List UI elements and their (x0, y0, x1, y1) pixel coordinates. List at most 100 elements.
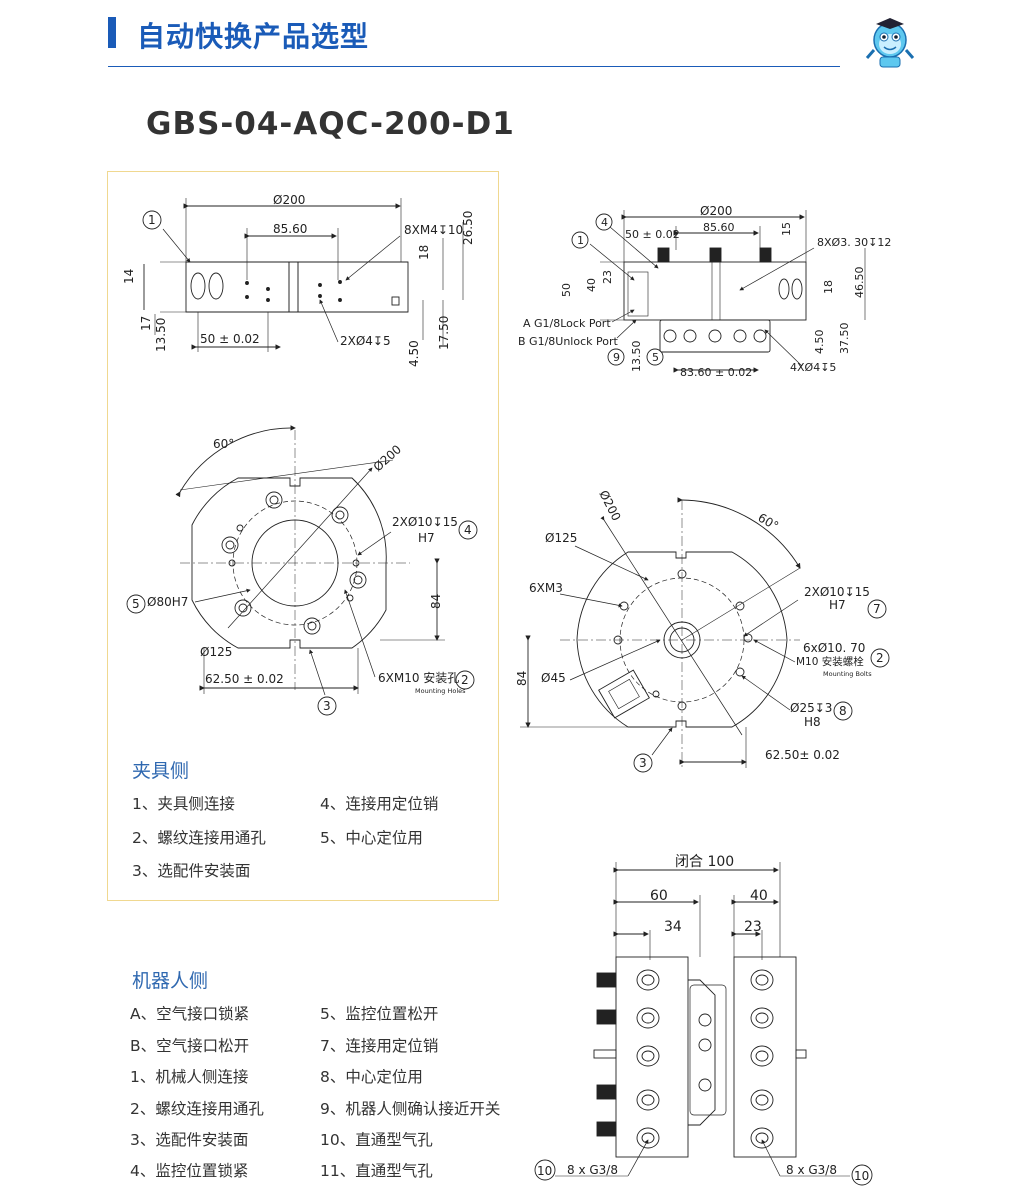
dim-label: 26.50 (461, 211, 475, 245)
dim-label: 62.50 ± 0.02 (205, 672, 284, 686)
legend-item: 5、中心定位用 (320, 829, 423, 847)
dim-label: Ø125 (545, 531, 577, 545)
dim-label: 50 (560, 283, 573, 297)
legend-item: 9、机器人侧确认接近开关 (320, 1100, 501, 1118)
tool-side-view (142, 198, 464, 352)
dim-label: 83.60 ± 0.02 (680, 366, 752, 379)
dim-label: Ø45 (541, 671, 566, 685)
dim-label: 62.50± 0.02 (765, 748, 840, 762)
dim-label: 84 (429, 594, 443, 609)
dim-label: 60 (650, 888, 668, 904)
dim-label: 17 (139, 316, 153, 331)
dim-label: 8 x G3/8 (786, 1163, 837, 1177)
dim-label: 85.60 (273, 222, 307, 236)
dim-label: 2XØ10↧15 (804, 585, 870, 599)
legend-item: 10、直通型气孔 (320, 1131, 433, 1149)
dim-label: 4.50 (407, 340, 421, 367)
dim-label: H7 (829, 598, 846, 612)
header-divider (108, 66, 840, 67)
callout-number: 10 (854, 1169, 869, 1183)
dim-label: 4.50 (813, 330, 826, 355)
robot-plate-face (520, 497, 890, 773)
model-number: GBS-04-AQC-200-D1 (146, 106, 515, 142)
dim-label: Mounting Holes (415, 687, 466, 695)
legend-item: 1、夹具侧连接 (132, 795, 235, 813)
dim-label: 17.50 (437, 316, 451, 350)
robot-side-view (571, 210, 866, 373)
dim-label: 闭合 100 (675, 854, 734, 870)
dim-label: 4XØ4↧5 (790, 361, 836, 374)
callout-number: 4 (464, 523, 472, 537)
callout-number: 9 (613, 351, 620, 364)
dim-label: 13.50 (154, 318, 168, 352)
dim-label: 84 (515, 671, 529, 686)
legend-item: 8、中心定位用 (320, 1068, 423, 1086)
dim-label: Ø80H7 (147, 595, 188, 609)
dim-label: 14 (122, 269, 136, 284)
dim-label: 2XØ10↧15 (392, 515, 458, 529)
dim-label: 13.50 (630, 341, 643, 373)
legend-item: 2、螺纹连接用通孔 (130, 1100, 264, 1118)
dim-label: Ø25↧3 (790, 701, 832, 715)
callout-number: 2 (876, 651, 884, 665)
callout-number: 8 (839, 704, 847, 718)
callout-number: 2 (461, 673, 469, 687)
callout-number: 1 (148, 213, 156, 227)
page-title: 自动快换产品选型 (137, 20, 370, 53)
dim-label: H8 (804, 715, 821, 729)
dim-label: 6XM3 (529, 581, 563, 595)
header-accent-bar (108, 17, 116, 48)
legend-item: 11、直通型气孔 (320, 1162, 433, 1180)
tool-side-frame (107, 171, 499, 901)
dim-label: B G1/8Unlock Port (518, 335, 618, 348)
dim-label: 37.50 (838, 323, 851, 355)
dim-label: 40 (750, 888, 768, 904)
dim-label: A G1/8Lock Port (523, 317, 611, 330)
dim-label: 40 (585, 278, 598, 292)
dim-label: 15 (780, 222, 793, 236)
dim-label: 8XØ3. 30↧12 (817, 236, 891, 249)
dim-label: 60° (756, 510, 781, 533)
dim-label: 6XM10 安装孔 (378, 670, 459, 685)
dim-label: 46.50 (853, 267, 866, 299)
dim-label: 23 (744, 919, 762, 935)
callout-number: 1 (577, 234, 584, 247)
dim-label: 50 ± 0.02 (200, 332, 260, 346)
callout-number: 7 (873, 602, 881, 616)
legend-item: 1、机械人侧连接 (130, 1068, 249, 1086)
robot-side-title: 机器人侧 (132, 970, 209, 992)
dim-label: Ø200 (371, 442, 404, 474)
dim-label: M10 安装螺栓 (796, 655, 864, 668)
tool-plate-face (126, 425, 478, 716)
callout-number: 4 (601, 216, 608, 229)
legend-item: 4、监控位置锁紧 (130, 1162, 249, 1180)
legend-item: B、空气接口松开 (130, 1037, 250, 1055)
dim-label: 50 ± 0.02 (625, 228, 680, 241)
legend-item: 4、连接用定位销 (320, 795, 439, 813)
dim-label: Ø200 (596, 488, 623, 523)
dim-label: 23 (601, 270, 614, 284)
dim-label: Mounting Bolts (823, 670, 872, 678)
dim-label: 8 x G3/8 (567, 1163, 618, 1177)
callout-number: 5 (132, 597, 140, 611)
dim-label: Ø200 (700, 204, 732, 218)
dim-label: 85.60 (703, 221, 735, 234)
closed-assembly-view (534, 862, 873, 1186)
mascot-icon (865, 18, 915, 68)
dim-label: H7 (418, 531, 435, 545)
legend-item: A、空气接口锁紧 (130, 1005, 250, 1023)
dim-label: 8XM4↧10 (404, 223, 463, 237)
callout-number: 3 (639, 756, 647, 770)
dim-label: 2XØ4↧5 (340, 334, 391, 348)
dim-label: 34 (664, 919, 682, 935)
dim-label: 18 (822, 280, 835, 294)
dim-label: 6xØ10. 70 (803, 641, 865, 655)
legend-item: 5、监控位置松开 (320, 1005, 439, 1023)
legend-item: 2、螺纹连接用通孔 (132, 829, 266, 847)
legend-item: 3、选配件安装面 (130, 1131, 249, 1149)
callout-number: 10 (537, 1164, 552, 1178)
legend-item: 3、选配件安装面 (132, 862, 251, 880)
legend-item: 7、连接用定位销 (320, 1037, 439, 1055)
dim-label: 60° (213, 437, 234, 451)
